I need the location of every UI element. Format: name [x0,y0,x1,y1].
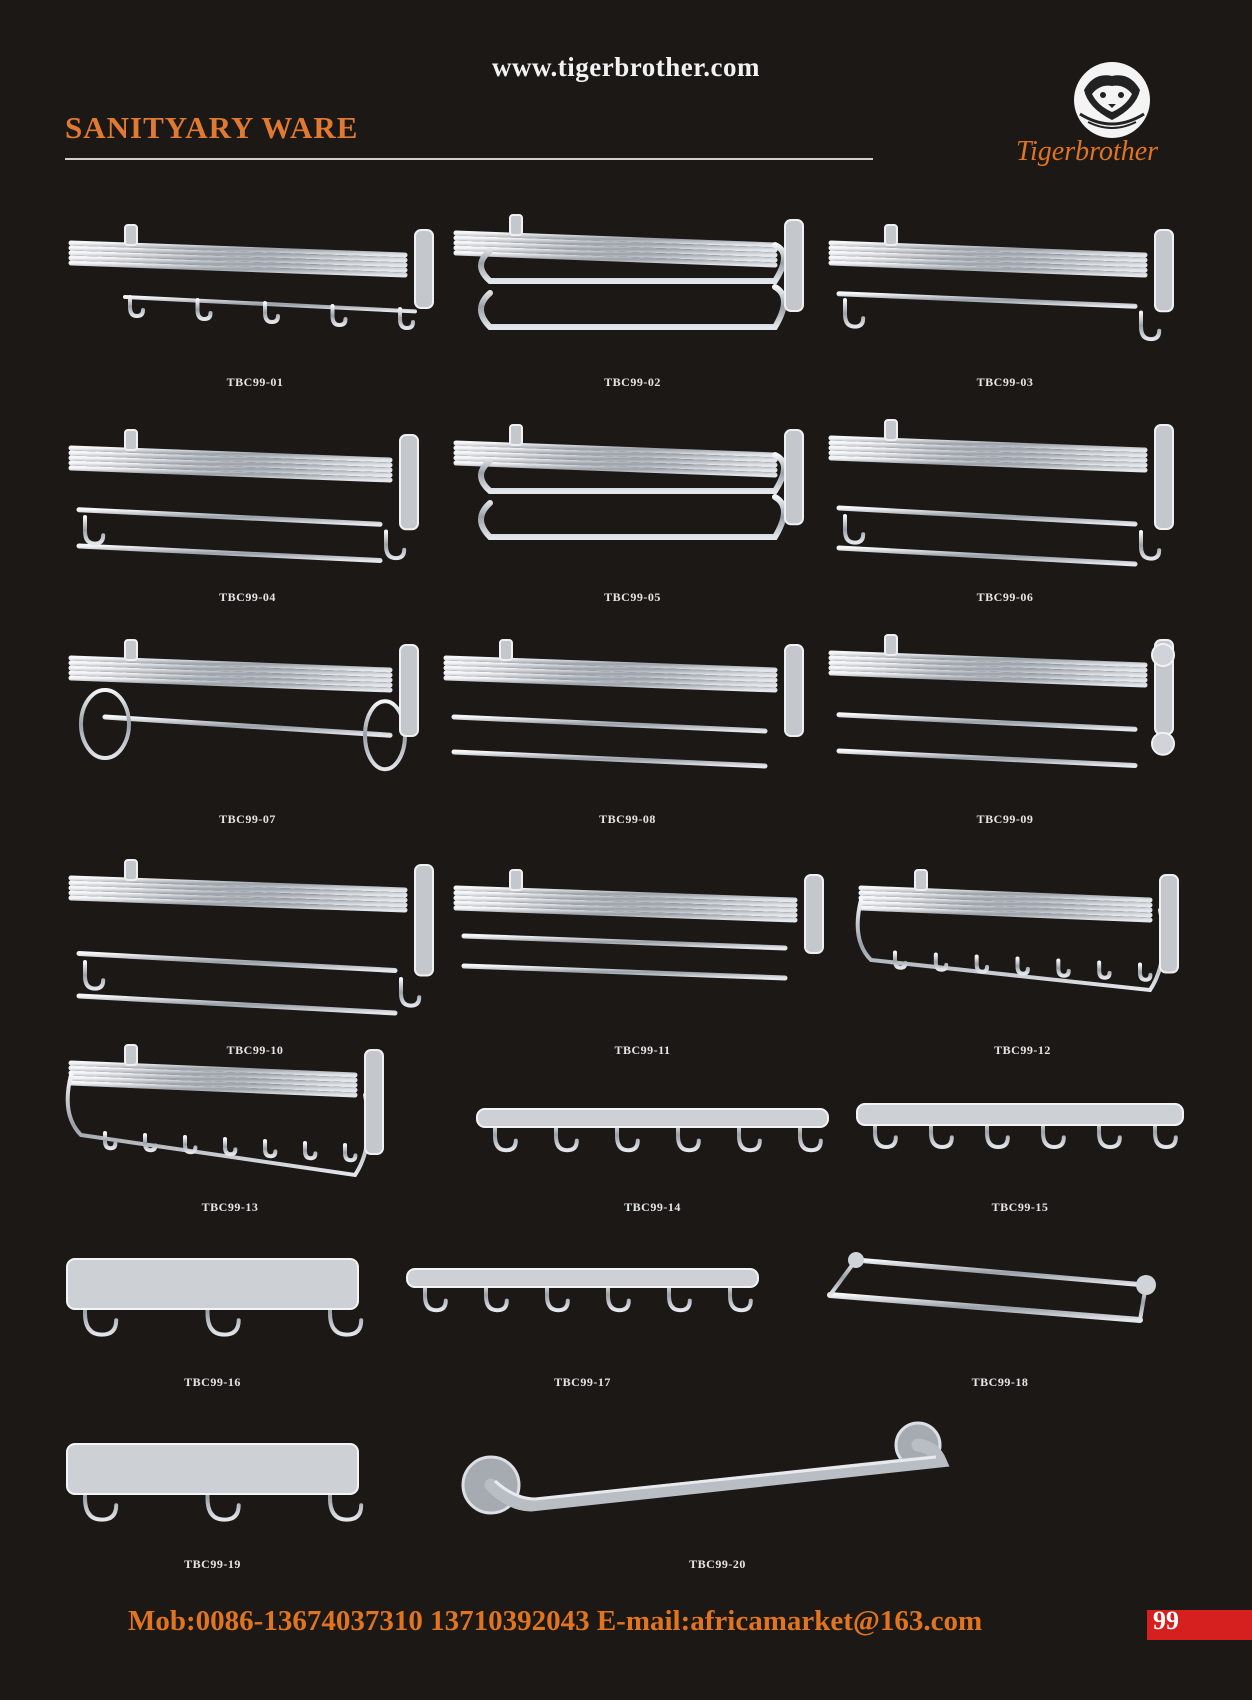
product-item: TBC99-19 [65,1440,364,1577]
product-image [68,639,419,772]
product-code: TBC99-16 [184,1375,241,1389]
product-image [828,419,1174,570]
product-image [68,859,434,1019]
product-image [855,869,1179,993]
product-item: TBC99-07 [65,639,430,832]
product-image [443,639,804,771]
product-code: TBC99-07 [219,812,276,826]
product-code: TBC99-19 [184,1557,241,1571]
page-number-badge [1147,1610,1252,1640]
product-code: TBC99-18 [971,1375,1029,1389]
product-item: TBC99-03 [825,224,1185,395]
product-image [828,634,1175,771]
product-item: TBC99-10 [65,859,445,1063]
brand-logo-text: Tigerbrother [1015,136,1159,167]
product-code: TBC99-03 [976,375,1034,389]
product-item: TBC99-16 [65,1255,364,1395]
product-code: TBC99-12 [994,1043,1051,1057]
product-item: TBC99-14 [475,1105,830,1220]
product-item: TBC99-17 [405,1265,760,1395]
product-image [65,1044,384,1178]
product-code: TBC99-08 [599,812,656,826]
product-item: TBC99-06 [825,419,1185,610]
product-item: TBC99-11 [450,869,835,1063]
product-code: TBC99-20 [689,1557,746,1571]
product-item: TBC99-08 [440,639,815,832]
product-item: TBC99-09 [825,634,1185,832]
product-code: TBC99-04 [219,590,276,604]
title-divider [65,158,873,160]
product-code: TBC99-01 [226,375,284,389]
product-code: TBC99-05 [604,590,661,604]
product-code: TBC99-15 [991,1200,1049,1214]
product-image [406,1268,759,1313]
product-item: TBC99-13 [65,1044,395,1220]
product-image [66,1443,364,1522]
product-code: TBC99-09 [976,812,1034,826]
product-item: TBC99-04 [65,429,430,610]
product-code: TBC99-13 [201,1200,259,1214]
product-image [827,1252,1156,1323]
product-image [453,869,824,983]
product-image [453,424,804,540]
brand-logo: Tigerbrother [992,60,1182,175]
product-item: TBC99-02 [450,214,815,395]
product-item: TBC99-05 [450,424,815,610]
product-item: TBC99-12 [855,869,1190,1063]
website-url: www.tigerbrother.com [492,52,760,82]
product-item: TBC99-18 [820,1250,1180,1395]
product-code: TBC99-06 [976,590,1034,604]
product-image [461,1421,950,1515]
product-image [476,1108,829,1153]
tiger-emblem-icon [1074,62,1150,138]
footer-contact: Mob:0086-13674037310 13710392043 E-mail:… [128,1605,983,1637]
product-image [828,224,1174,342]
product-item: TBC99-20 [455,1421,980,1577]
product-code: TBC99-02 [604,375,661,389]
product-image [453,214,804,330]
product-item: TBC99-15 [855,1100,1185,1220]
product-code: TBC99-17 [554,1375,611,1389]
section-title: SANITYARY WARE [65,110,359,145]
product-image [856,1103,1184,1150]
product-code: TBC99-10 [226,1043,284,1057]
product-image [68,429,419,566]
product-item: TBC99-01 [65,224,445,395]
product-code: TBC99-14 [624,1200,681,1214]
product-code: TBC99-11 [614,1043,671,1057]
product-image [66,1258,364,1337]
page-number: 99 [1153,1606,1179,1635]
product-image [68,224,434,331]
